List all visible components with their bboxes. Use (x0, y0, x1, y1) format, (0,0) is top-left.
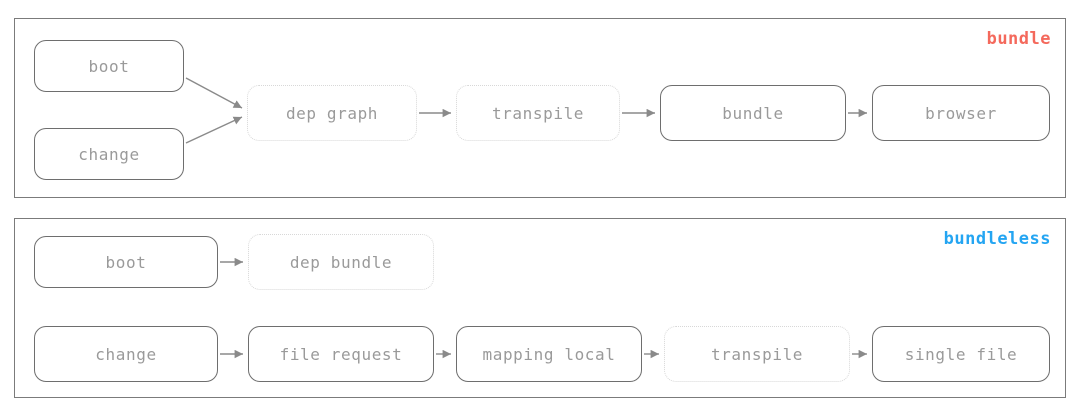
node-dep-bundle[interactable]: dep bundle (248, 234, 434, 290)
node-file-request[interactable]: file request (248, 326, 434, 382)
node-mapping-local[interactable]: mapping local (456, 326, 642, 382)
node-boot-bundleless[interactable]: boot (34, 236, 218, 288)
node-transpile-bundleless[interactable]: transpile (664, 326, 850, 382)
node-browser[interactable]: browser (872, 85, 1050, 141)
node-bundle[interactable]: bundle (660, 85, 846, 141)
panel-bundle-label: bundle (986, 29, 1051, 49)
node-single-file[interactable]: single file (872, 326, 1050, 382)
node-change-bundleless[interactable]: change (34, 326, 218, 382)
node-boot-bundle[interactable]: boot (34, 40, 184, 92)
node-dep-graph[interactable]: dep graph (247, 85, 417, 141)
node-change-bundle[interactable]: change (34, 128, 184, 180)
node-transpile-bundle[interactable]: transpile (456, 85, 620, 141)
panel-bundleless-label: bundleless (943, 229, 1051, 249)
